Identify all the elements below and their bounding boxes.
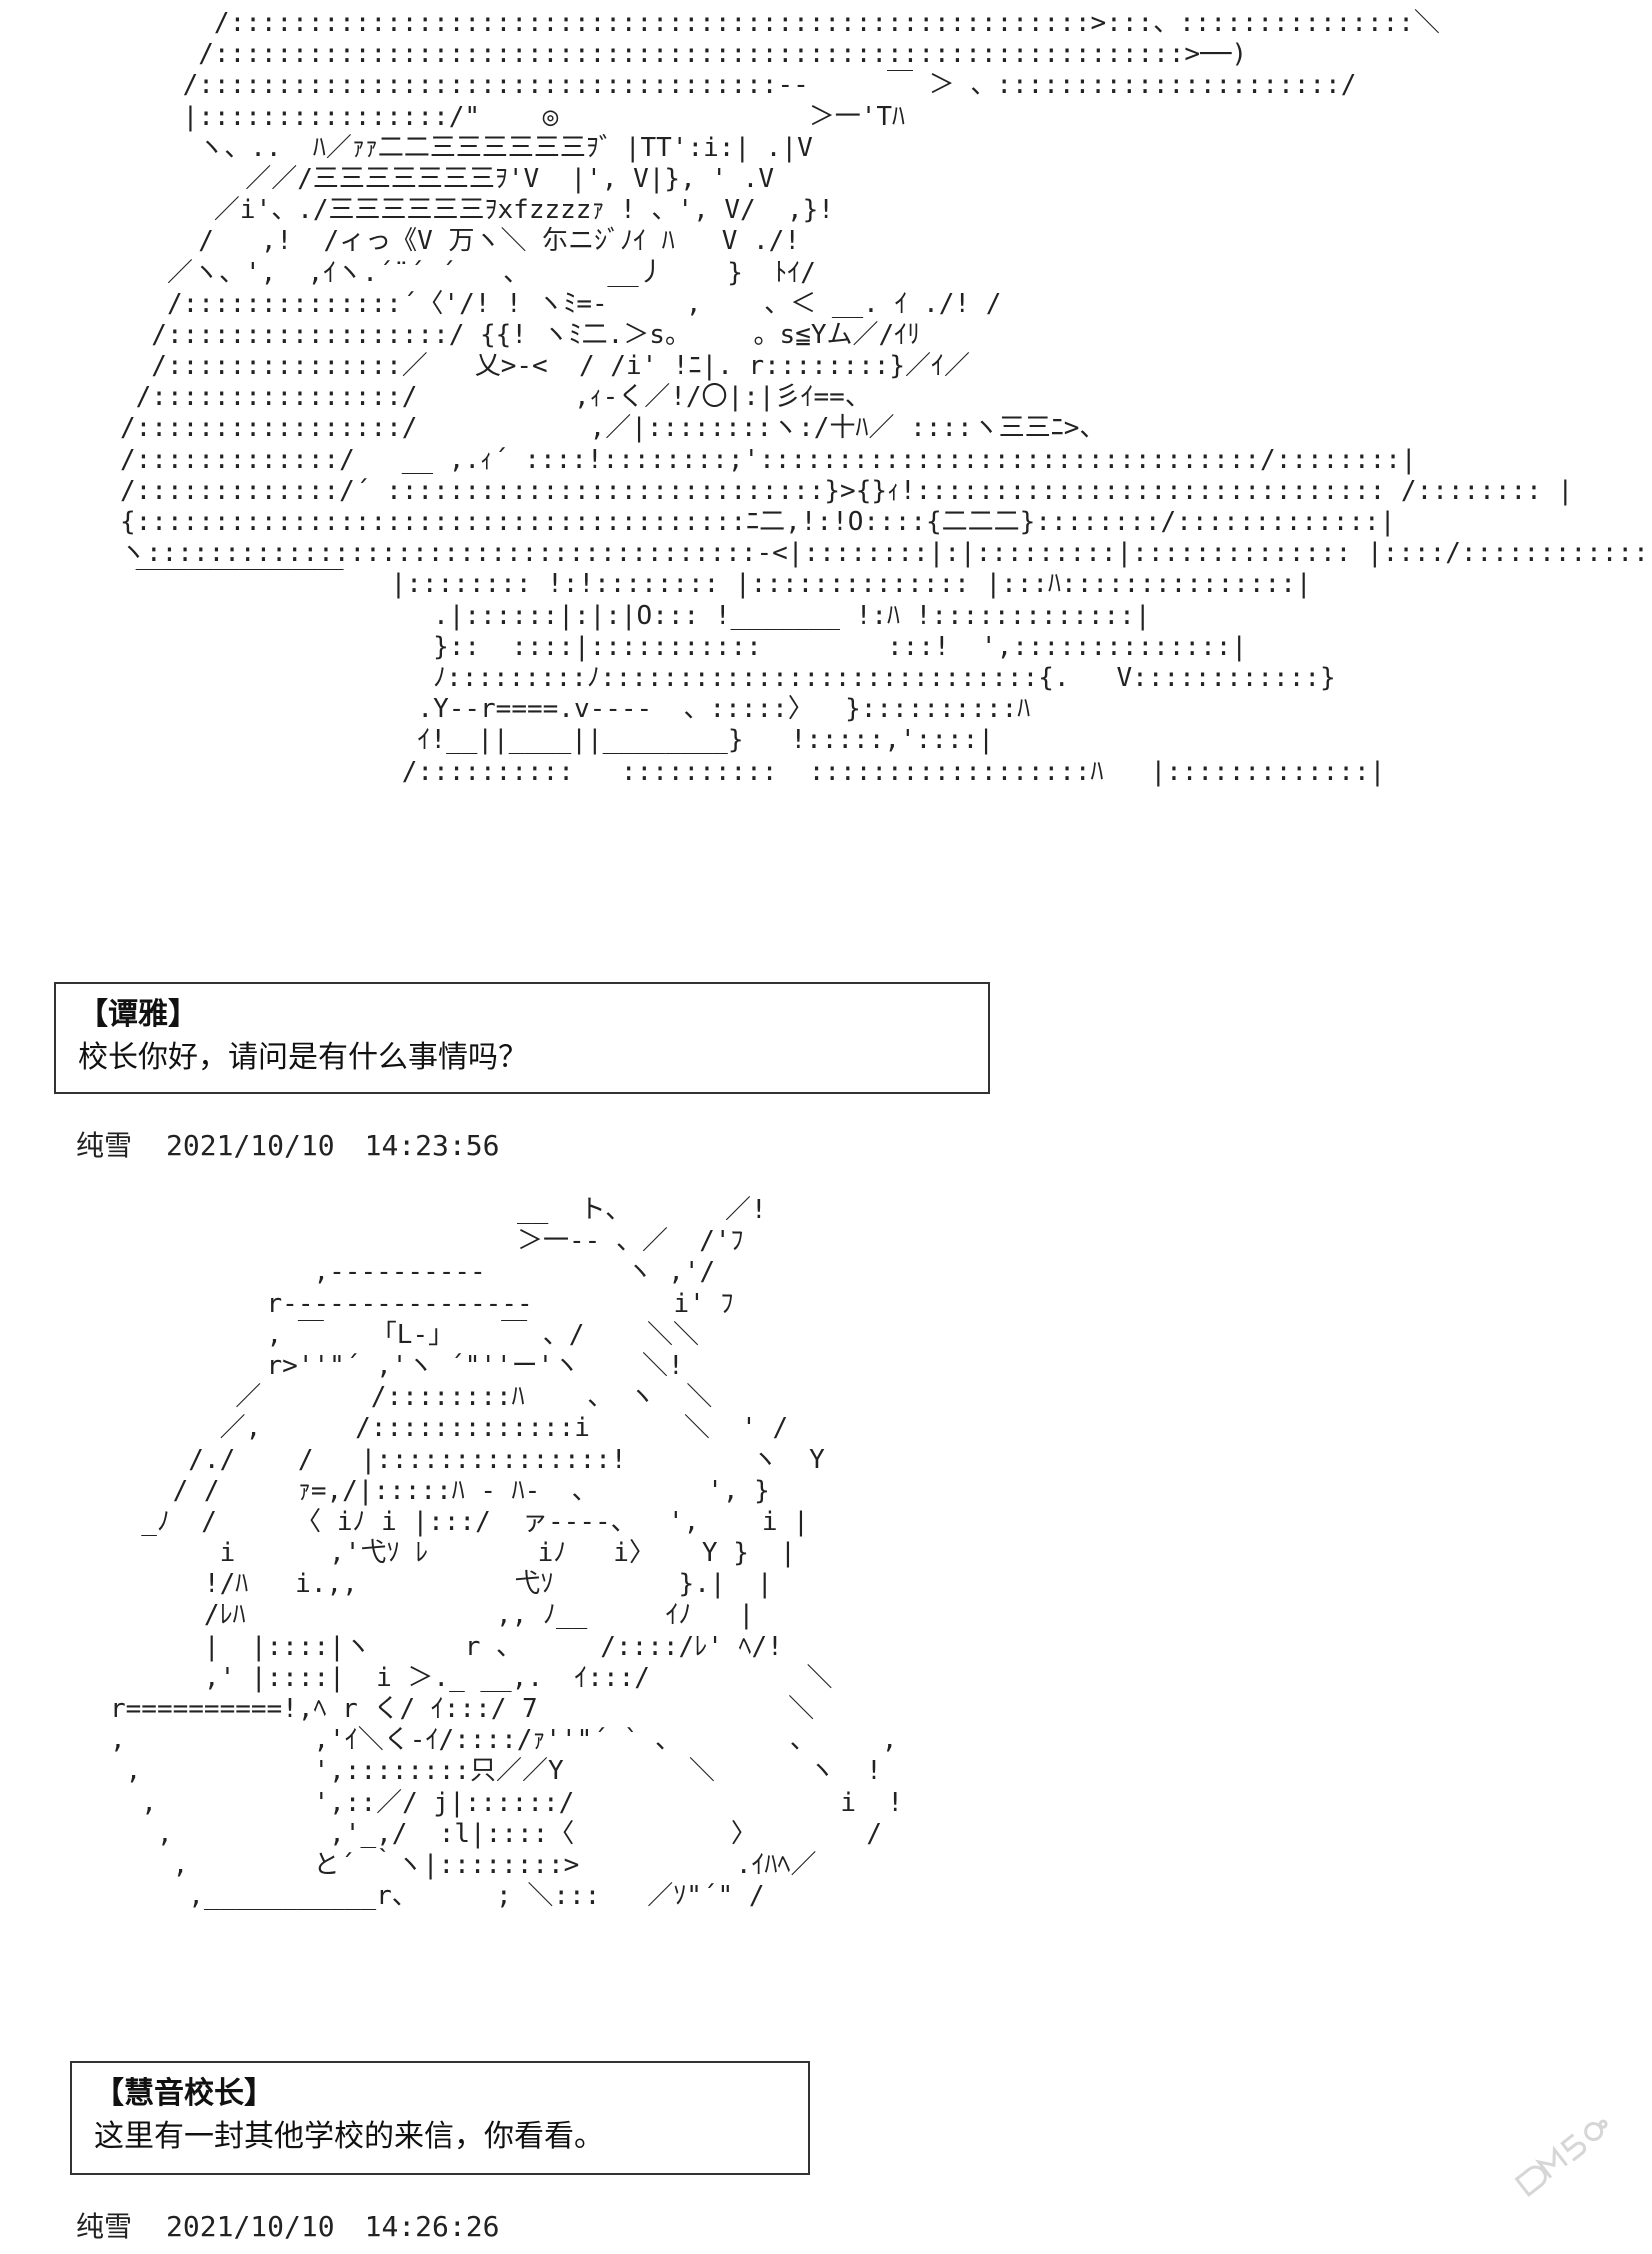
post-meta: 纯雪 2021/10/10 14:23:56	[76, 1129, 499, 1163]
speaker-name: 【谭雅】	[78, 997, 198, 1032]
post-time: 14:23:56	[364, 1129, 500, 1162]
dialog-box: 【谭雅】 校长你好，请问是有什么事情吗？	[54, 982, 990, 1094]
post-author: 纯雪	[76, 2210, 133, 2243]
post-meta: 纯雪 2021/10/10 14:26:26	[76, 2210, 499, 2244]
ascii-art-tanya: /:::::::::::::::::::::::::::::::::::::::…	[120, 8, 1652, 787]
dm5-logo-icon	[1514, 2119, 1608, 2197]
post-date: 2021/10/10	[166, 2210, 335, 2243]
speaker-name: 【慧音校长】	[94, 2076, 274, 2111]
post-time: 14:26:26	[364, 2210, 500, 2243]
post-author: 纯雪	[76, 1129, 133, 1162]
post-date: 2021/10/10	[166, 1129, 335, 1162]
dialog-box: 【慧音校长】 这里有一封其他学校的来信，你看看。	[70, 2061, 810, 2175]
dialog-line: 这里有一封其他学校的来信，你看看。	[94, 2119, 604, 2154]
ascii-art-keine: __ ト、 ／! ＞一-- 、／ /'ﾌ ,---------- ヽ ,'/ r…	[110, 1195, 904, 1912]
dialog-line: 校长你好，请问是有什么事情吗？	[78, 1040, 528, 1075]
